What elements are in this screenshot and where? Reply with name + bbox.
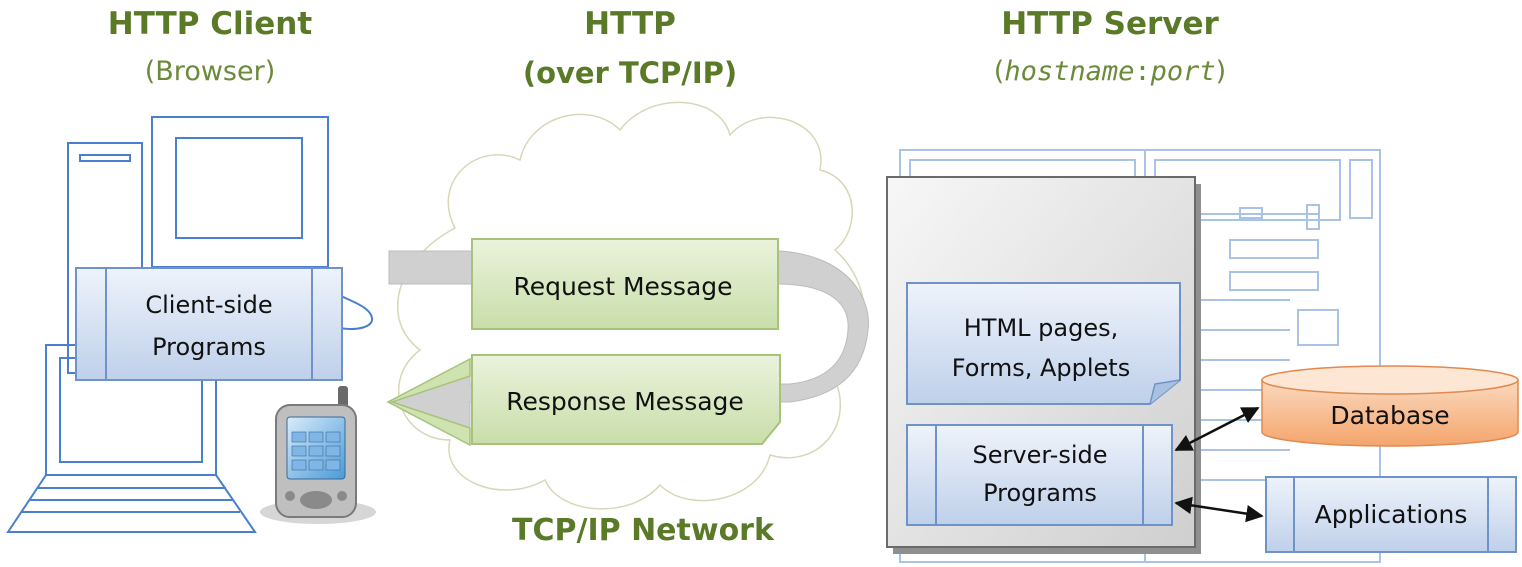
client-programs-line1: Client-side bbox=[145, 291, 272, 319]
request-message-box: Request Message bbox=[471, 238, 779, 330]
server-subtitle-close: ) bbox=[1215, 56, 1227, 87]
applications-label: Applications bbox=[1315, 500, 1468, 529]
server-subtitle-sep: : bbox=[1134, 56, 1151, 87]
html-pages-box: HTML pages, Forms, Applets bbox=[906, 282, 1181, 405]
database-label: Database bbox=[1330, 401, 1449, 430]
client-programs-line2: Programs bbox=[152, 333, 266, 361]
server-side-programs-box: Server-side Programs bbox=[906, 424, 1173, 526]
request-message-label: Request Message bbox=[513, 272, 732, 301]
applications-connector-arrow bbox=[1174, 496, 1264, 523]
applications-box: Applications bbox=[1265, 476, 1517, 553]
database-cylinder: Database bbox=[1261, 365, 1519, 447]
server-subtitle-open: ( bbox=[993, 56, 1005, 87]
response-message-label: Response Message bbox=[506, 387, 744, 416]
server-subtitle-host: hostname bbox=[1004, 56, 1135, 87]
client-title: HTTP Client bbox=[107, 6, 313, 42]
server-title: HTTP Server bbox=[1001, 6, 1219, 42]
pda-phone-icon bbox=[260, 386, 376, 524]
database-connector-arrow bbox=[1174, 406, 1260, 452]
response-message-box: Response Message bbox=[471, 354, 781, 445]
protocol-title: HTTP bbox=[584, 6, 676, 42]
protocol-subtitle: (over TCP/IP) bbox=[522, 56, 738, 90]
html-pages-line1: HTML pages, bbox=[964, 314, 1119, 342]
client-side-programs-box: Client-side Programs bbox=[75, 267, 343, 381]
server-subtitle-port: port bbox=[1150, 56, 1216, 87]
html-pages-line2: Forms, Applets bbox=[952, 354, 1130, 382]
server-subtitle: (hostname:port) bbox=[930, 56, 1290, 87]
client-subtitle: (Browser) bbox=[144, 56, 276, 87]
server-programs-line1: Server-side bbox=[973, 441, 1108, 469]
server-programs-line2: Programs bbox=[983, 479, 1097, 507]
network-label: TCP/IP Network bbox=[512, 513, 775, 548]
